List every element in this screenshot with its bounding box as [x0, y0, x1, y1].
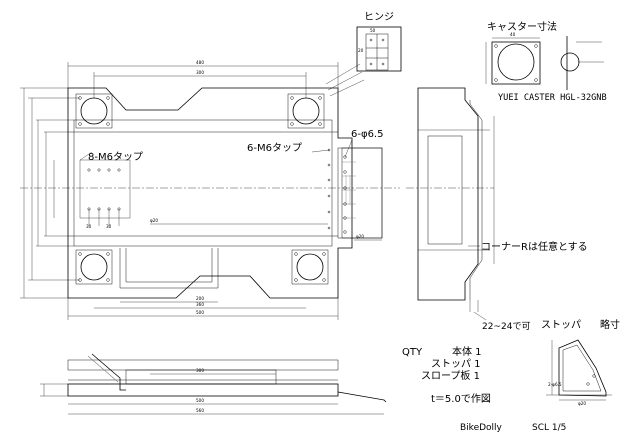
project-name: BikeDolly — [460, 423, 503, 433]
dim-flange-phi: φ20 — [356, 234, 364, 239]
elev-center-block — [125, 369, 277, 385]
side-view — [406, 87, 495, 321]
hinge-outer — [356, 26, 402, 72]
plan-flange-plate — [341, 147, 383, 239]
note-thickness: t＝5.0で作図 — [431, 393, 491, 405]
front-elevation: 300 500 560 — [40, 353, 387, 415]
plan-right-flange — [337, 147, 383, 239]
qty-body: 本体 1 — [452, 345, 482, 358]
leader-m6-6 — [311, 149, 330, 153]
stopper-profile — [558, 339, 607, 397]
label-m6-8: 8-M6タップ — [88, 151, 143, 163]
stopper-detail: ストッパ 略寸 2-φ6.5 φ20 — [541, 318, 620, 406]
qty-stopper: ストッパ 1 — [431, 358, 481, 370]
stopper-inner — [562, 344, 602, 392]
dim-slot-length: 200 — [196, 296, 204, 301]
label-corner-r: コーナーRは任意とする — [481, 240, 588, 253]
label-gap: 22~24で可 — [482, 321, 530, 332]
m6-taps-right — [327, 148, 331, 230]
caster-title: キャスター寸法 — [487, 20, 557, 33]
side-flange-edge — [469, 100, 483, 300]
top-dimensions — [67, 62, 365, 98]
side-inner-pocket — [427, 135, 463, 245]
plan-lower-well — [119, 248, 219, 289]
leader-phi — [344, 139, 353, 158]
stopper-omitted: 略寸 — [600, 318, 620, 331]
dim-base-width: 500 — [196, 310, 204, 315]
side-outline — [417, 87, 479, 301]
caster-wheel — [497, 43, 535, 81]
plan-outline — [67, 87, 353, 299]
stopper-holes: 2-φ6.5 — [548, 382, 562, 387]
stopper-title: ストッパ — [541, 319, 581, 331]
caster-plate — [491, 41, 541, 85]
dim-elev-inner: 300 — [196, 368, 204, 373]
elev-slope-shadow — [87, 355, 119, 383]
label-m6-6: 6-M6タップ — [247, 142, 302, 154]
hinge-detail: ヒンジ 50 20 — [356, 11, 402, 72]
dim-top-width: 480 — [196, 60, 204, 65]
dim-elev-overall: 560 — [196, 408, 204, 413]
caster-mount-tr — [287, 93, 325, 129]
flange-hatch — [342, 161, 356, 219]
stopper-dim: φ20 — [578, 401, 586, 406]
leader-m6-8 — [79, 151, 93, 161]
dim-stopper-phi: φ20 — [150, 218, 158, 223]
bottom-dimensions — [67, 223, 382, 320]
elev-slope-plate — [91, 353, 126, 391]
plan-lower-well-inner — [125, 248, 213, 283]
hinge-h: 20 — [358, 48, 364, 53]
caster-box-w: 40 — [510, 32, 516, 37]
elev-base — [67, 383, 339, 397]
caster-mount-tl — [75, 93, 113, 129]
notes-block: QTY 本体 1 ストッパ 1 スロープ板 1 t＝5.0で作図 BikeDol… — [402, 345, 566, 433]
plan-view: 480 300 200 360 500 φ20 φ20 30 30 — [20, 60, 400, 320]
dim-tap-pitch-1: 30 — [86, 224, 92, 229]
qty-slope: スロープ板 1 — [421, 369, 480, 382]
caster-side-wheel — [560, 52, 580, 72]
caster-mount-br — [291, 249, 329, 285]
caster-detail: キャスター寸法 40 YUEI CASTER HGL-32GNB — [485, 20, 607, 103]
qty-label: QTY — [402, 347, 423, 358]
dim-inner-width: 360 — [196, 302, 204, 307]
hinge-title: ヒンジ — [364, 11, 394, 23]
dim-elev-base: 500 — [196, 398, 204, 403]
plan-inner-frame — [73, 119, 333, 247]
dim-tap-pitch-2: 30 — [106, 224, 112, 229]
dim-hole-pitch: 300 — [196, 70, 204, 75]
label-phi-holes: 6-φ6.5 — [351, 129, 383, 140]
left-dimensions — [20, 87, 80, 299]
caster-mount-bl — [75, 249, 113, 285]
m6-taps-left — [79, 159, 131, 226]
hinge-w: 50 — [370, 28, 376, 33]
caster-model: YUEI CASTER HGL-32GNB — [498, 93, 607, 103]
scale-label: SCL 1/5 — [532, 423, 566, 433]
elev-ramp — [337, 391, 387, 403]
